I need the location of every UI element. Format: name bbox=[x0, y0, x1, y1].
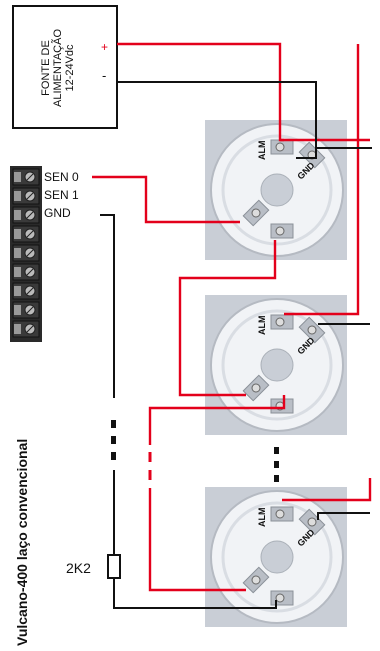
sen0-wire bbox=[92, 175, 240, 224]
positive-wires bbox=[92, 42, 372, 592]
terminal-block: SEN 0 SEN 1 GND bbox=[10, 166, 79, 342]
terminal-label-sen1: SEN 1 bbox=[44, 188, 79, 202]
base-bottom-alm-label: ALM bbox=[257, 508, 267, 528]
resistor-label: 2K2 bbox=[66, 560, 91, 576]
negative-terminal-mark: - bbox=[102, 68, 106, 83]
end-of-line-resistor: 2K2 bbox=[66, 554, 121, 579]
gnd-return-wire bbox=[100, 214, 115, 398]
power-supply: FONTE DE ALIMENTAÇÃO 12-24Vdc + - bbox=[12, 5, 118, 129]
power-supply-label-line3: 12-24Vdc bbox=[64, 44, 76, 92]
terminal-label-sen0: SEN 0 bbox=[44, 170, 79, 184]
supply-positive-wire bbox=[117, 42, 370, 142]
terminal-screws bbox=[12, 168, 40, 338]
power-supply-label-line1: FONTE DE bbox=[40, 40, 52, 96]
negative-wires bbox=[100, 81, 372, 609]
more-bases-ellipsis bbox=[274, 447, 279, 482]
terminal-label-gnd: GND bbox=[44, 206, 71, 220]
base-top-alm-label: ALM bbox=[257, 141, 267, 161]
power-supply-label-line2: ALIMENTAÇÃO bbox=[51, 29, 64, 107]
positive-terminal-mark: + bbox=[101, 40, 108, 54]
panel-label: Vulcano-400 laço convencional bbox=[14, 439, 30, 646]
detector-base-middle: ALM GND bbox=[205, 295, 347, 435]
detector-base-top: ALM GND bbox=[205, 120, 347, 260]
supply-negative-wire bbox=[117, 81, 372, 149]
power-supply-box bbox=[12, 5, 118, 129]
base-middle-alm-label: ALM bbox=[257, 316, 267, 336]
